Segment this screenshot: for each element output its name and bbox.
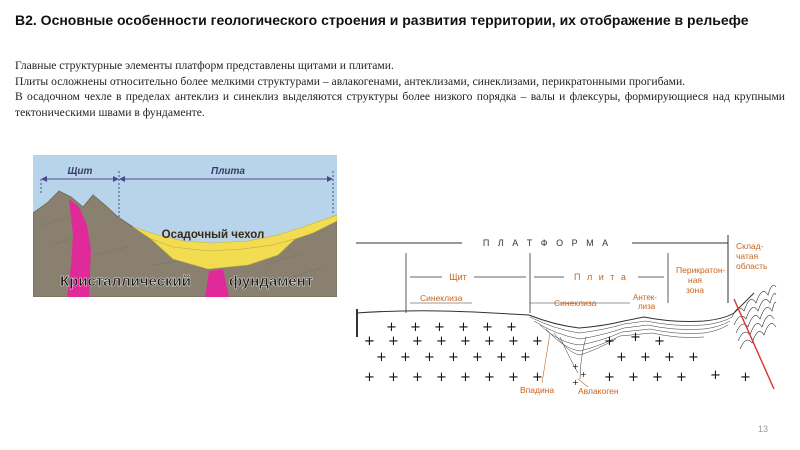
label-sedimentary-cover: Осадочный чехол [162, 229, 265, 241]
arrow-icon [119, 176, 125, 182]
svg-text:+: + [572, 362, 579, 371]
svg-text:+: + [364, 334, 375, 349]
sediment-layers [529, 316, 733, 380]
label-basement-1: Кристаллический [60, 273, 191, 290]
svg-text:+: + [484, 334, 495, 349]
svg-text:+: + [376, 350, 387, 365]
svg-text:+: + [410, 320, 421, 335]
svg-text:+: + [412, 334, 423, 349]
svg-text:+: + [448, 350, 459, 365]
svg-text:+: + [616, 350, 627, 365]
slide-title: В2. Основные особенности геологического … [15, 12, 749, 28]
aulacogen-crosses: +++ [572, 362, 587, 387]
svg-text:+: + [412, 370, 423, 385]
svg-text:+: + [604, 370, 615, 385]
paragraph-1: Главные структурные элементы платформ пр… [15, 59, 394, 72]
svg-text:+: + [520, 350, 531, 365]
intrusion-right [205, 269, 229, 297]
svg-text:+: + [652, 370, 663, 385]
platform-label-bg [462, 236, 632, 248]
basement-plus-signs: ++++ +++ ++++ ++++ ++++ +++ ++++ +++ +++… [364, 320, 751, 385]
svg-text:+: + [400, 350, 411, 365]
label-syneclise-2: Синеклиза [554, 298, 597, 308]
svg-text:+: + [664, 350, 675, 365]
label-plate: Плита [211, 166, 245, 177]
svg-text:+: + [458, 320, 469, 335]
svg-text:+: + [436, 370, 447, 385]
label-shield: Щит [68, 166, 93, 177]
svg-text:+: + [640, 350, 651, 365]
svg-text:+: + [388, 370, 399, 385]
svg-text:+: + [688, 350, 699, 365]
svg-text:+: + [424, 350, 435, 365]
svg-text:+: + [572, 378, 579, 387]
svg-text:+: + [460, 370, 471, 385]
paragraph-2: Плиты осложнены относительно более мелки… [15, 74, 686, 88]
svg-text:+: + [386, 320, 397, 335]
svg-text:+: + [710, 368, 721, 383]
label-shield: Щит [449, 272, 467, 282]
svg-text:+: + [580, 370, 587, 379]
svg-text:+: + [364, 370, 375, 385]
second-level-brackets [405, 253, 669, 313]
svg-text:+: + [388, 334, 399, 349]
svg-text:+: + [740, 370, 751, 385]
arrow-icon [113, 176, 119, 182]
svg-text:+: + [472, 350, 483, 365]
svg-text:+: + [436, 334, 447, 349]
bracket-lines [40, 171, 334, 217]
svg-text:+: + [496, 350, 507, 365]
surface-line [355, 292, 755, 329]
label-depression: Впадина [520, 385, 554, 395]
folded-area-lines [731, 284, 777, 350]
label-plate: П л и т а [574, 272, 628, 282]
label-aulacogen: Авлакоген [578, 386, 619, 396]
intrusion-left [67, 199, 91, 297]
fault-line [733, 298, 775, 390]
svg-text:+: + [482, 320, 493, 335]
sedimentary-cover-lower [150, 238, 296, 270]
svg-text:+: + [532, 334, 543, 349]
svg-text:+: + [628, 370, 639, 385]
arrow-icon [41, 176, 47, 182]
svg-text:+: + [532, 370, 543, 385]
paragraph-3: В осадочном чехле в пределах антеклиз и … [15, 90, 785, 119]
svg-text:+: + [508, 334, 519, 349]
svg-text:+: + [676, 370, 687, 385]
svg-text:+: + [508, 370, 519, 385]
svg-text:+: + [434, 320, 445, 335]
label-platform: П Л А Т Ф О Р М А [483, 238, 611, 248]
svg-text:+: + [364, 334, 375, 349]
diagram-background [354, 233, 778, 403]
basement-hatching [42, 214, 324, 281]
svg-text:+: + [654, 334, 665, 349]
depression-pointer [541, 332, 551, 384]
slide-body: Главные структурные элементы платформ пр… [15, 58, 785, 120]
svg-text:+: + [460, 334, 471, 349]
aulacogen-pointer [577, 378, 589, 388]
svg-text:+: + [604, 334, 615, 349]
label-basement-2: фундамент [229, 273, 313, 290]
label-syneclise-1: Синеклиза [420, 293, 463, 303]
svg-text:+: + [506, 320, 517, 335]
page-number: 13 [757, 424, 768, 434]
arrow-icon [327, 176, 333, 182]
svg-text:+: + [630, 330, 641, 345]
svg-text:+: + [484, 370, 495, 385]
cross-section-diagram: Щит Плита Осадочный чехол Кристаллически… [33, 155, 337, 297]
label-anteclise: Антек-лиза [633, 293, 657, 311]
